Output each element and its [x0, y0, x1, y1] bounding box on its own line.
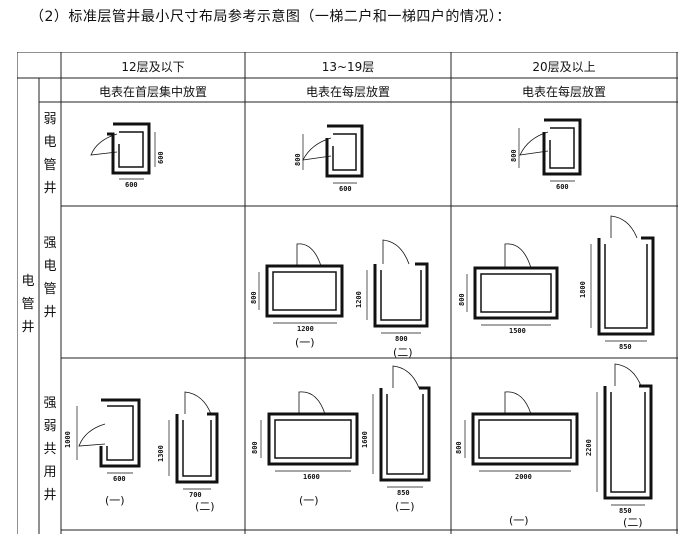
- row-label-char: 管: [43, 158, 57, 173]
- shaft-layout-table: 12层及以下 13~19层 20层及以上 电表在首层集中放置 电表在每层放置 电…: [17, 52, 678, 534]
- caption-variant-two: (二): [623, 516, 643, 529]
- row-label-char: 弱: [43, 419, 57, 434]
- caption-variant-two: (二): [393, 346, 413, 359]
- meter-note-col2: 电表在每层放置: [305, 85, 390, 99]
- caption-variant-one: (一): [299, 494, 319, 507]
- dim-width: 600: [556, 183, 569, 191]
- dim-width: 600: [339, 185, 352, 193]
- group-label-char: 井: [21, 320, 35, 335]
- group-label-char: 电: [21, 274, 35, 289]
- meter-note-col1: 电表在首层集中放置: [98, 85, 207, 99]
- dim-height: 800: [294, 153, 302, 166]
- row-label-char: 管: [43, 282, 57, 297]
- table-grid: [17, 52, 678, 534]
- row-label-char: 电: [43, 135, 57, 150]
- dim-height: 800: [250, 291, 258, 304]
- group-label-char: 管: [21, 297, 35, 312]
- row-label-shared-shaft: 强 弱 共 用 井: [40, 392, 60, 507]
- dim-height: 800: [458, 293, 466, 306]
- col-header-12-and-below: 12层及以下: [121, 60, 185, 74]
- caption-variant-one: (一): [105, 494, 125, 507]
- caption-variant-two: (二): [195, 500, 215, 513]
- dim-height: 2200: [585, 439, 593, 456]
- dim-height: 600: [157, 151, 165, 164]
- row-label-char: 强: [43, 396, 57, 411]
- row-label-char: 井: [43, 181, 57, 196]
- dim-height: 1200: [355, 291, 363, 308]
- row-label-char: 电: [43, 259, 57, 274]
- row-label-char: 强: [43, 236, 57, 251]
- dim-width: 1500: [509, 327, 526, 335]
- row-label-weak-current-shaft: 弱 电 管 井: [40, 108, 60, 200]
- dim-width: 1600: [303, 473, 320, 481]
- row-label-char: 弱: [43, 112, 57, 127]
- dim-height: 1000: [64, 431, 72, 448]
- row-label-char: 共: [43, 442, 57, 457]
- row-label-char: 用: [43, 465, 57, 480]
- col-header-20-and-above: 20层及以上: [532, 60, 596, 74]
- dim-width: 850: [397, 489, 410, 497]
- dim-width: 600: [113, 475, 126, 483]
- dim-width: 700: [189, 491, 202, 499]
- meter-note-col3: 电表在每层放置: [521, 85, 606, 99]
- dim-width: 850: [619, 343, 632, 351]
- dim-width: 2000: [515, 473, 532, 481]
- group-label-electrical-shaft: 电 管 井: [18, 270, 38, 339]
- dim-height: 800: [510, 149, 518, 162]
- dim-height: 1800: [579, 281, 587, 298]
- dim-width: 850: [619, 507, 632, 515]
- col-header-13-19: 13~19层: [321, 60, 375, 74]
- dim-width: 600: [125, 181, 138, 189]
- dim-width: 1200: [297, 325, 314, 333]
- page-heading: （2）标准层管井最小尺寸布局参考示意图（一梯二户和一梯四户的情况）：: [30, 9, 511, 25]
- dim-height: 800: [251, 441, 259, 454]
- caption-variant-one: (一): [509, 514, 529, 527]
- row-label-char: 井: [43, 488, 57, 503]
- dim-width: 800: [395, 335, 408, 343]
- dim-height: 800: [455, 441, 463, 454]
- caption-variant-one: (一): [295, 336, 315, 349]
- row-label-strong-current-shaft: 强 电 管 井: [40, 232, 60, 324]
- dim-height: 1300: [157, 445, 165, 462]
- dim-height: 1600: [361, 431, 369, 448]
- row-label-char: 井: [43, 305, 57, 320]
- caption-variant-two: (二): [395, 500, 415, 513]
